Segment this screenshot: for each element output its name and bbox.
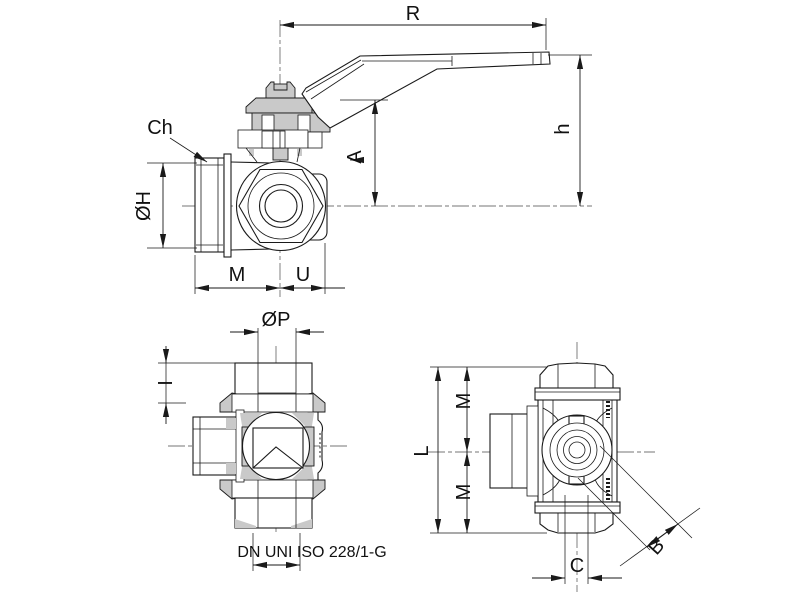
dim-label-oh: ØH bbox=[133, 191, 155, 221]
ext-line-b-2 bbox=[577, 477, 651, 551]
front-left-port bbox=[489, 413, 534, 489]
packing-slot bbox=[261, 114, 275, 133]
packing-slot bbox=[297, 114, 311, 133]
handle-stop bbox=[307, 131, 323, 149]
bore-circle bbox=[264, 189, 298, 223]
dim-label-m-bottom: M bbox=[453, 484, 475, 501]
gland-flange bbox=[245, 97, 313, 114]
stem-top-cap bbox=[265, 81, 296, 99]
top-flange bbox=[231, 393, 314, 413]
left-wall-cut bbox=[226, 418, 236, 429]
dim-label-u: U bbox=[296, 264, 310, 286]
neck-taper bbox=[245, 147, 258, 163]
stem-lower bbox=[261, 130, 286, 149]
dim-label-m-top: M bbox=[453, 393, 475, 410]
dim-label-c: C bbox=[570, 555, 584, 577]
ball-flow-chevron bbox=[252, 446, 304, 469]
dim-label-a: A bbox=[344, 150, 366, 164]
seal-ring bbox=[249, 149, 254, 156]
front-left-port-plate bbox=[526, 405, 539, 497]
callout-label-ch: Ch bbox=[147, 117, 173, 139]
dim-line-b bbox=[646, 523, 679, 548]
dim-label-l: L bbox=[411, 445, 433, 456]
bottom-port bbox=[234, 497, 313, 529]
dim-label-i: I bbox=[155, 380, 177, 386]
thread-standard-note: DN UNI ISO 228/1-G bbox=[237, 544, 386, 561]
handle-lever bbox=[301, 51, 551, 129]
dim-label-r: R bbox=[406, 3, 420, 25]
body-bottom-edge bbox=[230, 248, 273, 251]
handle-fold-line bbox=[305, 59, 362, 93]
seal-ring bbox=[297, 149, 302, 156]
callout-leader-ch bbox=[169, 137, 208, 163]
neck-taper bbox=[296, 147, 301, 163]
view-front: L M M B C bbox=[411, 342, 701, 592]
hex-nut bbox=[194, 157, 225, 253]
union-washer bbox=[223, 153, 232, 258]
top-port bbox=[234, 362, 313, 395]
left-wall-cut bbox=[226, 463, 236, 474]
view-side: R h A Ch ØH M U bbox=[133, 3, 592, 297]
dim-label-b: B bbox=[644, 535, 669, 560]
bottom-flange bbox=[231, 479, 314, 499]
bottom-chamfer-left bbox=[235, 519, 256, 528]
hex-face bbox=[238, 168, 324, 244]
handle-fold-line bbox=[310, 63, 365, 100]
bottom-hex-cap bbox=[539, 512, 614, 534]
top-hex-cap bbox=[539, 362, 614, 391]
top-flange-washer bbox=[534, 387, 621, 401]
right-body-wall bbox=[317, 412, 324, 480]
view-section: ØP I DN UNI ISO 228/1-G bbox=[155, 309, 387, 571]
ext-line-b-1 bbox=[599, 445, 693, 539]
dim-label-op: ØP bbox=[262, 309, 291, 331]
dim-label-h: h bbox=[552, 123, 574, 134]
stem-ring4 bbox=[568, 441, 586, 459]
body-top-edge bbox=[230, 161, 273, 164]
dim-label-m: M bbox=[229, 264, 246, 286]
